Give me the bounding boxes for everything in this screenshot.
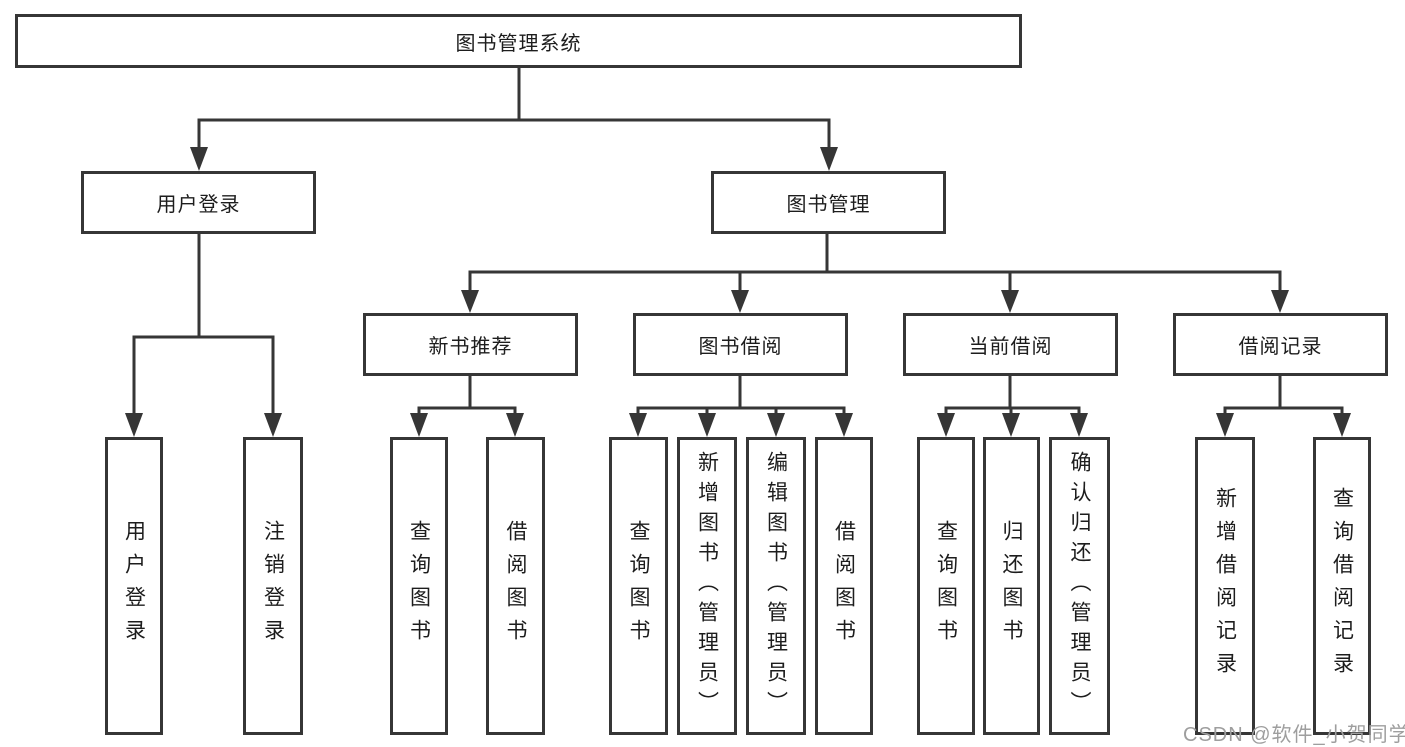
csdn-watermark: CSDN @软件_小贺同学 xyxy=(1183,724,1405,746)
leaf-return-books: 归还图书 xyxy=(983,437,1040,735)
node-book-management: 图书管理 xyxy=(711,171,946,234)
leaf-user-login-label: 用户登录 xyxy=(122,520,146,652)
node-new-book-recommend: 新书推荐 xyxy=(363,313,578,376)
node-new-book-recommend-label: 新书推荐 xyxy=(428,336,513,358)
leaf-edit-books-admin: 编辑图书（管理员） xyxy=(746,437,806,735)
leaf-borrow-books: 借阅图书 xyxy=(815,437,873,735)
leaf-user-login: 用户登录 xyxy=(105,437,163,735)
node-book-borrow-label: 图书借阅 xyxy=(698,336,783,358)
leaf-confirm-return-admin-label: 确认归还（管理员） xyxy=(1068,451,1091,721)
node-user-login: 用户登录 xyxy=(81,171,316,234)
node-book-borrow: 图书借阅 xyxy=(633,313,848,376)
leaf-query-books-current-label: 查询图书 xyxy=(934,520,958,652)
leaf-logout-label: 注销登录 xyxy=(261,520,285,652)
leaf-edit-books-admin-label: 编辑图书（管理员） xyxy=(764,451,788,721)
leaf-query-borrow-record: 查询借阅记录 xyxy=(1313,437,1371,735)
leaf-query-books-recommend-label: 查询图书 xyxy=(407,520,431,652)
connector-user-login-leaves xyxy=(132,234,275,416)
connector-root-to-branches xyxy=(197,68,831,150)
node-current-borrow-label: 当前借阅 xyxy=(968,336,1053,358)
node-library-system-label: 图书管理系统 xyxy=(455,32,582,55)
leaf-add-borrow-record-label: 新增借阅记录 xyxy=(1213,487,1237,685)
connector-book-management-modules xyxy=(468,234,1282,292)
connector-borrow-records-leaves xyxy=(1223,376,1344,416)
leaf-query-books-recommend: 查询图书 xyxy=(390,437,448,735)
node-library-system: 图书管理系统 xyxy=(15,14,1022,68)
leaf-borrow-books-label: 借阅图书 xyxy=(832,520,856,652)
leaf-query-borrow-record-label: 查询借阅记录 xyxy=(1330,487,1354,685)
leaf-borrow-books-recommend-label: 借阅图书 xyxy=(504,520,527,652)
leaf-return-books-label: 归还图书 xyxy=(1000,520,1023,652)
leaf-add-books-admin: 新增图书（管理员） xyxy=(677,437,737,735)
leaf-query-books-borrow-label: 查询图书 xyxy=(627,520,650,652)
connector-new-book-leaves xyxy=(417,376,517,416)
leaf-query-books-current: 查询图书 xyxy=(917,437,975,735)
node-user-login-label: 用户登录 xyxy=(156,194,241,216)
node-borrow-records: 借阅记录 xyxy=(1173,313,1388,376)
leaf-confirm-return-admin: 确认归还（管理员） xyxy=(1049,437,1110,735)
leaf-logout: 注销登录 xyxy=(243,437,303,735)
leaf-borrow-books-recommend: 借阅图书 xyxy=(486,437,545,735)
node-book-management-label: 图书管理 xyxy=(786,194,871,216)
leaf-add-borrow-record: 新增借阅记录 xyxy=(1195,437,1255,735)
connector-current-borrow-leaves xyxy=(944,376,1081,416)
arrowheads xyxy=(125,147,1351,437)
node-borrow-records-label: 借阅记录 xyxy=(1238,336,1323,358)
connector-book-borrow-leaves xyxy=(636,376,846,416)
node-current-borrow: 当前借阅 xyxy=(903,313,1118,376)
leaf-add-books-admin-label: 新增图书（管理员） xyxy=(695,451,719,721)
leaf-query-books-borrow: 查询图书 xyxy=(609,437,668,735)
